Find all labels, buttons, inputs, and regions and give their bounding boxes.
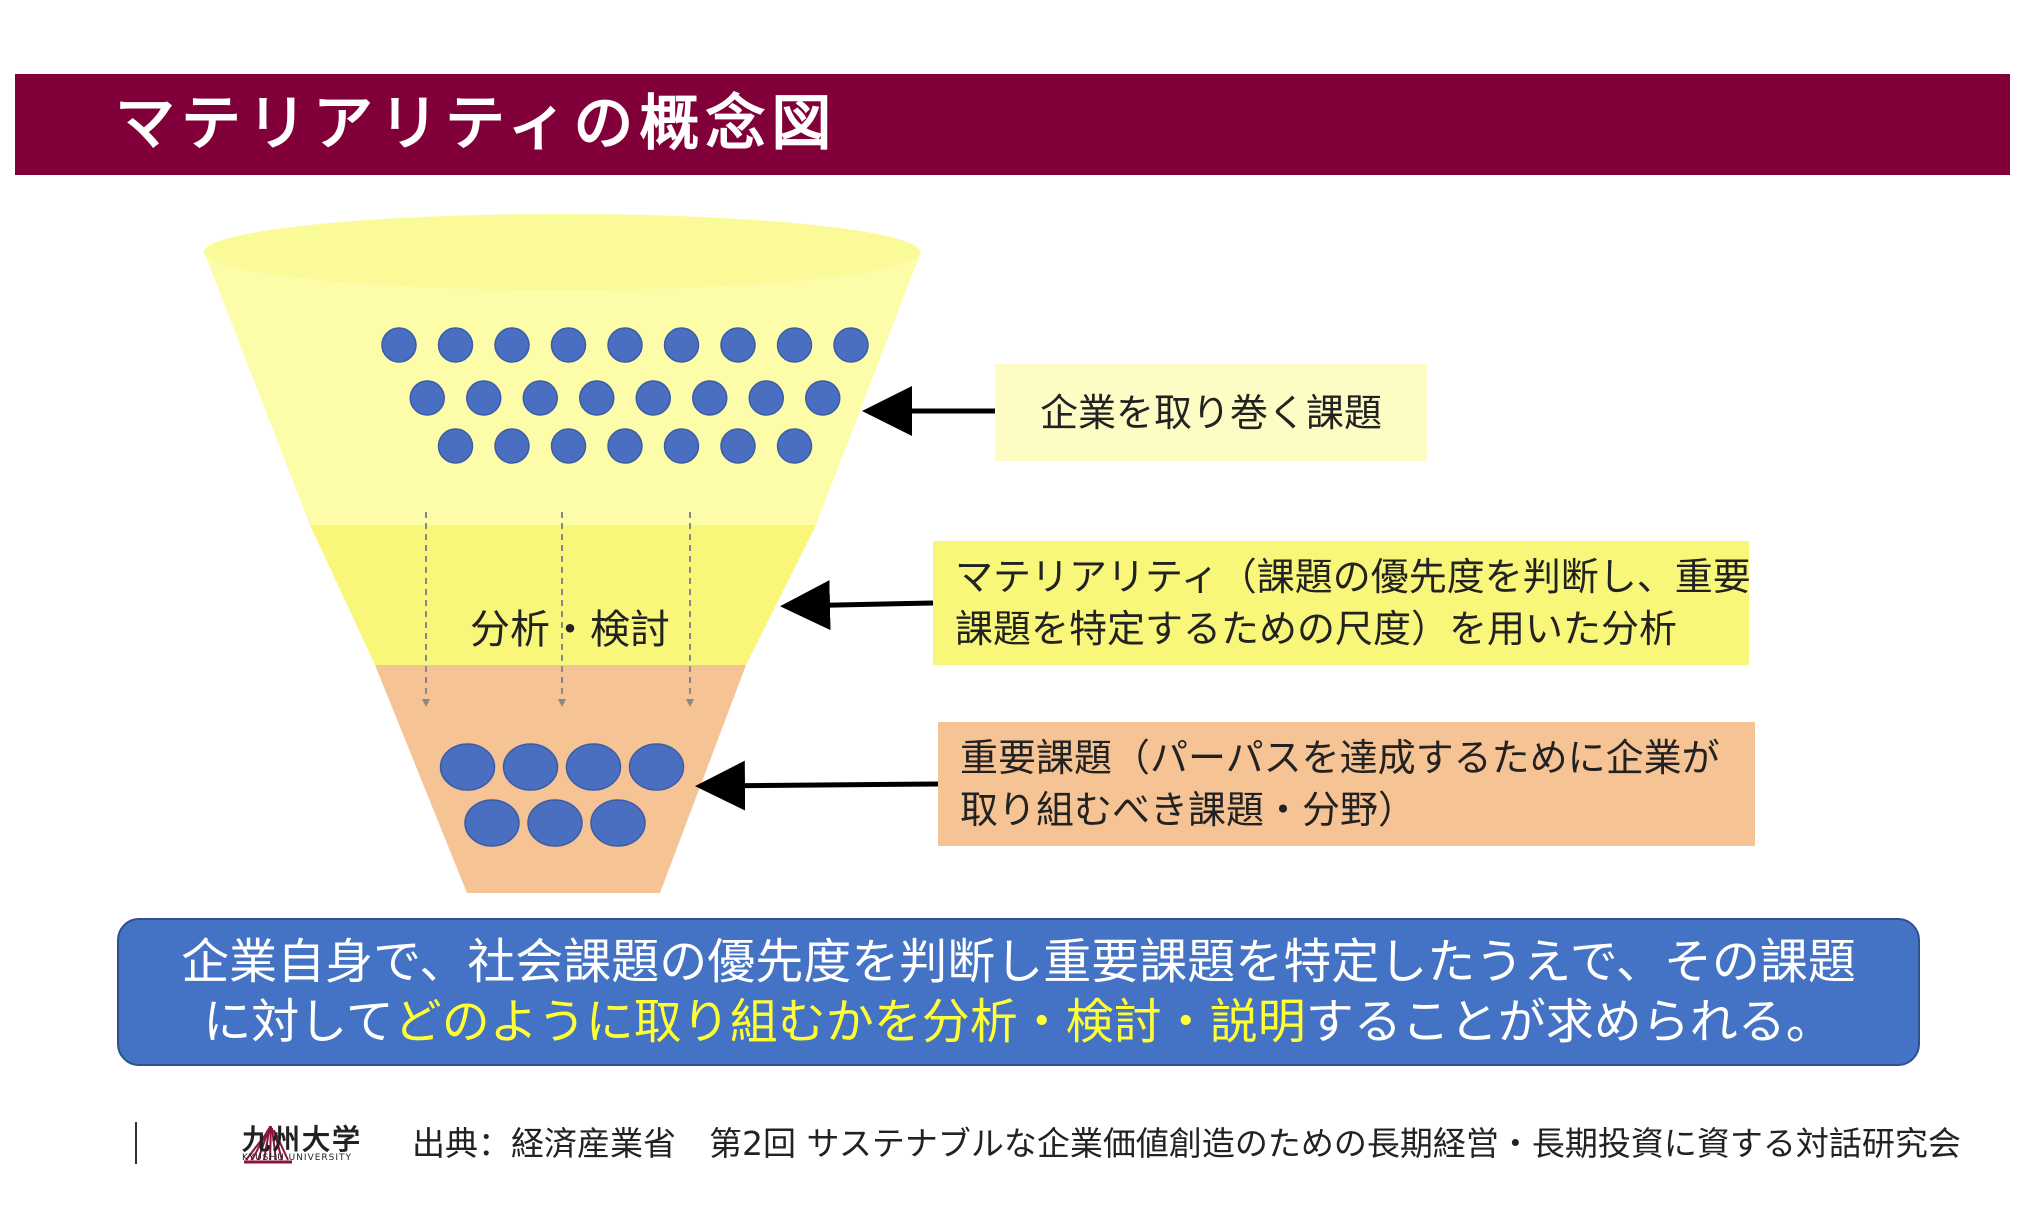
important-label-box: 重要課題（パーパスを達成するために企業が 取り組むべき課題・分野） (938, 722, 1755, 846)
university-name: 九州大学 (242, 1123, 363, 1156)
important-issue-dot (590, 799, 646, 847)
issue-dot (494, 327, 530, 363)
issue-dot (522, 380, 558, 416)
issue-dot (805, 380, 841, 416)
issue-dot (720, 327, 756, 363)
issue-dot (579, 380, 615, 416)
issue-dot (437, 327, 474, 363)
important-issue-dot (565, 743, 622, 791)
analysis-label-line1: マテリアリティ（課題の優先度を判断し、重要 (955, 555, 1751, 599)
issue-dot (720, 428, 756, 464)
summary-box: 企業自身で、社会課題の優先度を判断し重要課題を特定したうえで、その課題 に対して… (117, 918, 1920, 1066)
issue-dot (776, 428, 813, 464)
important-issue-dot (628, 743, 685, 791)
important-issue-dot (502, 743, 559, 791)
analysis-label-box: マテリアリティ（課題の優先度を判断し、重要 課題を特定するための尺度）を用いた分… (933, 541, 1751, 665)
summary-line1: 企業自身で、社会課題の優先度を判断し重要課題を特定したうえで、その課題 (181, 934, 1856, 990)
issue-dot (748, 380, 784, 416)
summary-highlight: どのように取り組むかを分析・検討・説明 (393, 994, 1306, 1050)
issues-label: 企業を取り巻く課題 (1039, 390, 1382, 435)
summary-line2-post: することが求められる。 (1305, 994, 1834, 1050)
issue-dot (607, 428, 643, 464)
issue-dot (692, 380, 728, 416)
title-bar: マテリアリティの概念図 (15, 74, 2010, 175)
important-issue-dot (464, 799, 520, 847)
issue-dot (494, 428, 530, 464)
issue-dot (381, 327, 417, 363)
issue-dot (466, 380, 502, 416)
issue-dot (776, 327, 813, 363)
page-title: マテリアリティの概念図 (115, 89, 838, 159)
issue-dot (635, 380, 671, 416)
important-issue-dot (439, 743, 496, 791)
university-logo-icon (244, 1125, 292, 1164)
important-label-line2: 取り組むべき課題・分野） (960, 788, 1417, 832)
arrow-to-analysis (780, 580, 934, 631)
funnel-analysis-label: 分析・検討 (470, 607, 670, 653)
bottom-dot-group (439, 743, 685, 847)
analysis-label-line2: 課題を特定するための尺度）を用いた分析 (955, 607, 1678, 651)
footer-divider (135, 1122, 137, 1164)
issue-dot (663, 428, 700, 464)
issue-dot (663, 327, 700, 363)
summary-line2: に対してどのように取り組むかを分析・検討・説明することが求められる。 (143, 992, 1894, 1052)
arrow-to-important (695, 760, 939, 811)
issue-dot (409, 380, 445, 416)
funnel-rim (204, 214, 920, 290)
funnel-bottom-section (375, 665, 746, 893)
issue-dot (607, 327, 643, 363)
issues-label-box: 企業を取り巻く課題 (995, 364, 1427, 461)
university-name-en: KYUSHU UNIVERSITY (242, 1153, 353, 1163)
issue-dot (833, 327, 869, 363)
source-citation: 出典：経済産業省 第2回 サステナブルな企業価値創造のための長期経営・長期投資に… (412, 1124, 1961, 1163)
important-label-line1: 重要課題（パーパスを達成するために企業が (960, 736, 1720, 780)
top-dot-group (381, 327, 869, 464)
issue-dot (437, 428, 474, 464)
issue-dot (550, 327, 587, 363)
issue-dot (550, 428, 587, 464)
important-issue-dot (527, 799, 583, 847)
summary-line2-pre: に対して (203, 994, 394, 1050)
